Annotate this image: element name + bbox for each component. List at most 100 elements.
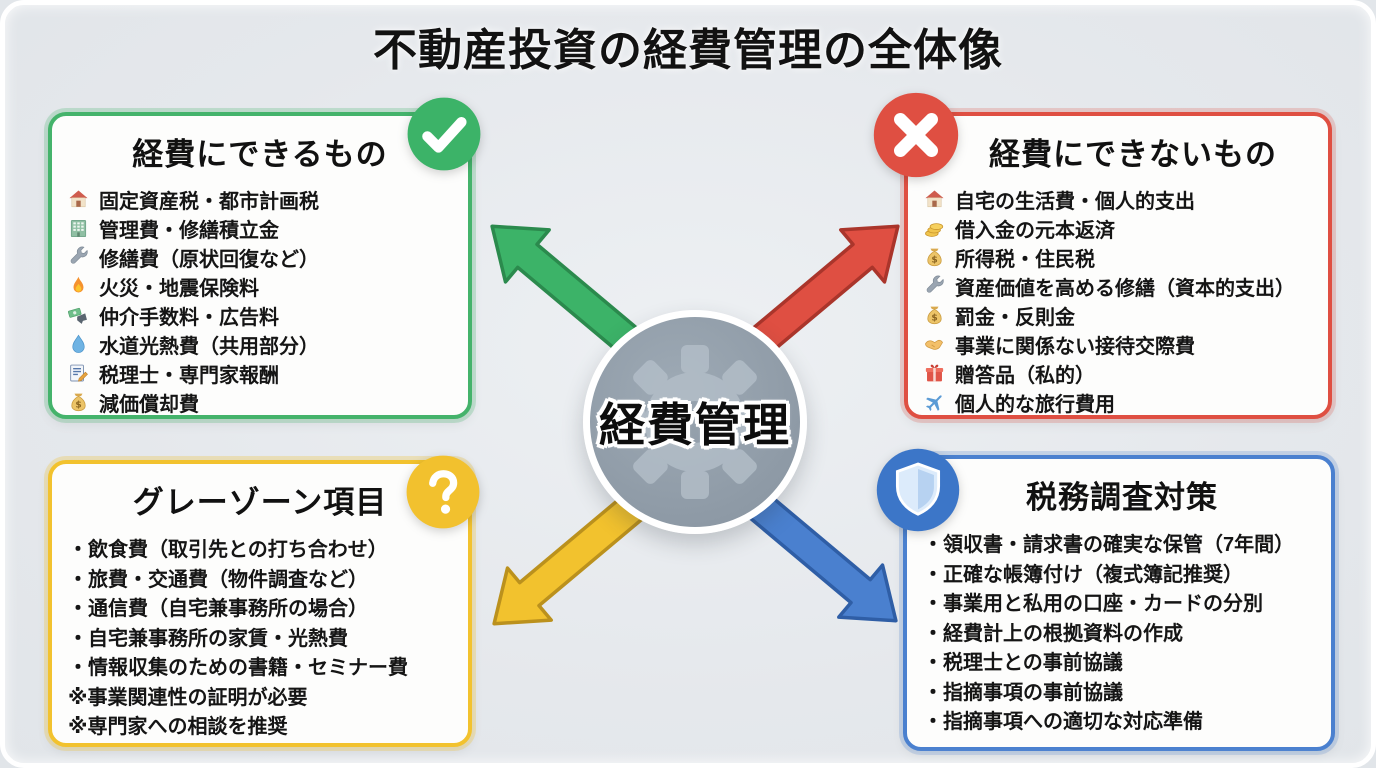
gear-icon [618,345,772,499]
gray-zone-box-title: グレーゾーン項目 [132,485,388,520]
item-text: 管理費・修繕積立金 [99,220,279,242]
item-text: ・自宅兼事務所の家賃・光熱費 [68,627,348,650]
item-text: ・通信費（自宅兼事務所の場合） [68,598,368,621]
list-item: ・正確な帳簿付け（複式簿記推奨） [923,558,1323,588]
droplet-icon [66,333,90,357]
non-deductible-box: 経費にできないもの 自宅の生活費・個人的支出 借入金の元本返済 $所得税・住民税… [873,92,1332,419]
item-text: 修繕費（原状回復など） [99,249,319,271]
item-text: 税理士・専門家報酬 [99,365,279,387]
item-text: 資産価値を高める修繕（資本的支出） [955,278,1295,300]
list-item: ・事業用と私用の口座・カードの分別 [923,587,1323,617]
money-ad-icon [66,304,90,328]
list-item: 水道光熱費（共用部分） [66,330,460,359]
green-arrow-icon [490,224,642,356]
shield-circle-icon [875,447,961,533]
item-text: ・領収書・請求書の確実な保管（7年間） [923,534,1295,557]
gray-zone-box: グレーゾーン項目 ・飲食費（取引先との打ち合わせ） ・旅費・交通費（物件調査など… [48,455,480,747]
svg-text:$: $ [75,400,81,410]
item-text: ※事業関連性の証明が必要 [68,686,308,709]
list-item: 事業に関係ない接待交際費 [922,330,1320,359]
wrench-icon [922,275,946,299]
list-item: ・旅費・交通費（物件調査など） [68,563,460,593]
item-text: ・飲食費（取引先との打ち合わせ） [68,539,388,562]
list-item: ・飲食費（取引先との打ち合わせ） [68,533,460,563]
list-item: 個人的な旅行費用 [922,388,1320,417]
money-bag-icon: $ [922,304,946,328]
money-bag-icon: $ [922,246,946,270]
list-item: ・税理士との事前協議 [923,646,1323,676]
list-item: ・指摘事項への適切な対応準備 [923,705,1323,735]
non-deductible-box-title: 経費にできないもの [989,137,1277,172]
handshake-icon [922,333,946,357]
list-item: $所得税・住民税 [922,243,1320,272]
list-item: ・情報収集のための書籍・セミナー費 [68,651,460,681]
page-title: 不動産投資の経費管理の全体像 [373,26,1003,75]
gift-icon [922,362,946,386]
house-icon [66,188,90,212]
building-icon [66,217,90,241]
item-text: ・旅費・交通費（物件調査など） [68,568,368,591]
wrench-icon [66,246,90,270]
blue-arrow-icon [746,491,898,623]
item-text: 贈答品（私的） [955,365,1095,387]
x-circle-icon [872,91,960,179]
list-item: 火災・地震保険料 [66,272,460,301]
item-text: ・指摘事項への適切な対応準備 [923,711,1203,734]
svg-text:$: $ [931,313,937,323]
item-text: 自宅の生活費・個人的支出 [955,191,1195,213]
list-item: ・経費計上の根拠資料の作成 [923,617,1323,647]
item-text: 固定資産税・都市計画税 [99,191,319,213]
list-item: 修繕費（原状回復など） [66,243,460,272]
list-item: ※事業関連性の証明が必要 [68,681,460,711]
item-text: 事業に関係ない接待交際費 [955,336,1195,358]
memo-icon [66,362,90,386]
deductible-box: 経費にできるもの 固定資産税・都市計画税 管理費・修繕積立金 修繕費（原状回復な… [48,97,481,419]
check-circle-icon [406,96,482,172]
fire-icon [66,275,90,299]
coins-icon [922,217,946,241]
item-text: 減価償却費 [99,394,199,416]
list-item: ・領収書・請求書の確実な保管（7年間） [923,528,1323,558]
tax-audit-box-title: 税務調査対策 [1026,480,1218,515]
item-text: 仲介手数料・広告料 [99,307,279,329]
money-bag-icon: $ [66,391,90,415]
yellow-arrow-icon [492,494,644,626]
list-item: $ 減価償却費 [66,388,460,417]
red-arrow-icon [748,224,900,356]
item-text: 罰金・反則金 [955,307,1075,329]
airplane-icon [922,391,946,415]
list-item: 贈答品（私的） [922,359,1320,388]
list-item: 固定資産税・都市計画税 [66,185,460,214]
tax-audit-box: 税務調査対策 ・領収書・請求書の確実な保管（7年間） ・正確な帳簿付け（複式簿記… [876,448,1335,751]
item-text: 借入金の元本返済 [955,220,1115,242]
list-item: $ 罰金・反則金 [922,301,1320,330]
list-item: 自宅の生活費・個人的支出 [922,185,1320,214]
list-item: 資産価値を高める修繕（資本的支出） [922,272,1320,301]
item-text: 個人的な旅行費用 [955,394,1115,416]
house-icon [922,188,946,212]
item-text: ・経費計上の根拠資料の作成 [923,622,1183,645]
item-text: ・税理士との事前協議 [923,652,1123,675]
item-text: ※専門家への相談を推奨 [68,716,288,739]
list-item: 借入金の元本返済 [922,214,1320,243]
list-item: 管理費・修繕積立金 [66,214,460,243]
item-text: ・事業用と私用の口座・カードの分別 [923,593,1263,616]
list-item: 仲介手数料・広告料 [66,301,460,330]
list-item: ・指摘事項の事前協議 [923,676,1323,706]
item-text: ・正確な帳簿付け（複式簿記推奨） [923,563,1243,586]
svg-text:$: $ [931,255,937,265]
question-circle-icon [405,454,481,530]
list-item: ・自宅兼事務所の家賃・光熱費 [68,622,460,652]
list-item: ※専門家への相談を推奨 [68,710,460,740]
item-text: ・指摘事項の事前協議 [923,681,1123,704]
deductible-box-title: 経費にできるもの [132,137,388,172]
item-text: ・情報収集のための書籍・セミナー費 [68,657,408,680]
hub-label: 経費管理 [599,399,791,451]
item-text: 火災・地震保険料 [99,278,259,300]
list-item: ・通信費（自宅兼事務所の場合） [68,592,460,622]
expense-management-hub: 経費管理 [583,310,807,534]
list-item: 税理士・専門家報酬 [66,359,460,388]
item-text: 水道光熱費（共用部分） [99,336,319,358]
